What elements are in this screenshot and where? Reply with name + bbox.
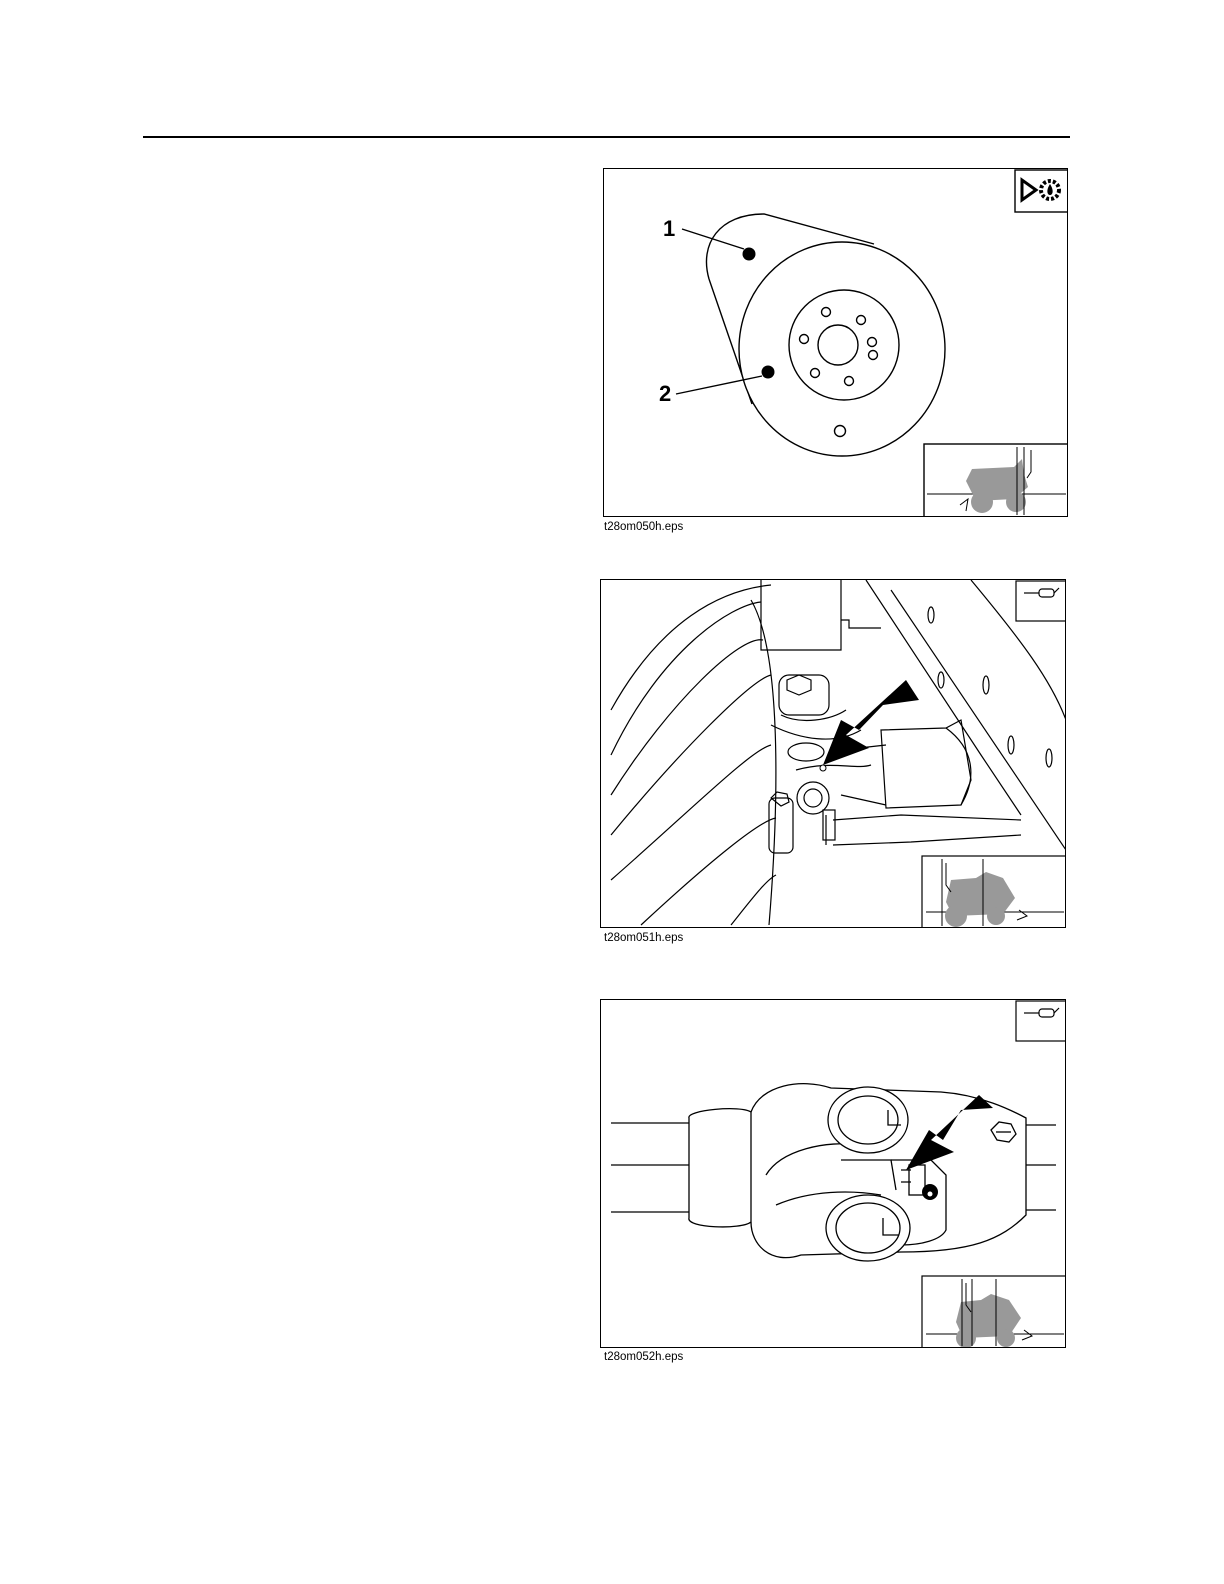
grease-gun-icon <box>1016 1001 1066 1041</box>
figure-caption: t28om051h.eps <box>604 932 683 944</box>
service-interval-icon <box>1015 170 1068 212</box>
tractor-locator-icon <box>922 856 1066 928</box>
callout-2: 2 <box>659 381 671 406</box>
tractor-locator-icon <box>922 1276 1066 1348</box>
header-rule <box>143 136 1070 138</box>
figure-axle-pivot <box>600 579 1066 928</box>
grease-gun-icon <box>1016 581 1066 621</box>
figure-caption: t28om050h.eps <box>604 521 683 533</box>
figure-caption: t28om052h.eps <box>604 1351 683 1363</box>
figure-u-joint <box>600 999 1066 1348</box>
callout-1: 1 <box>663 216 675 241</box>
figure-hub: 1 2 <box>603 168 1068 517</box>
tractor-locator-icon <box>924 444 1068 517</box>
